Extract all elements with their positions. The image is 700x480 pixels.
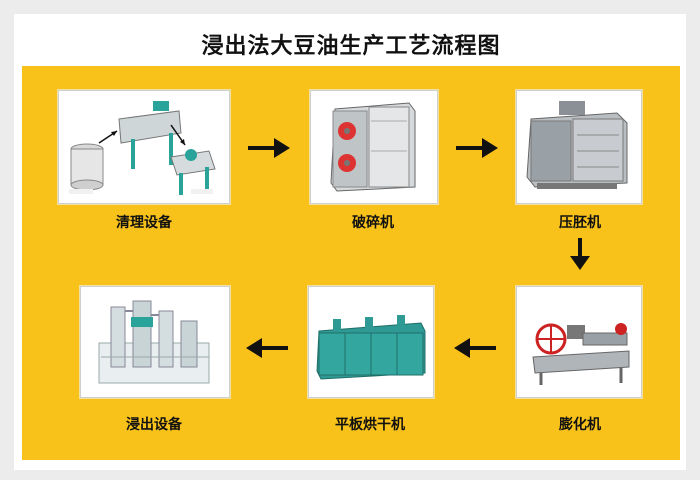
step-label: 膨化机 [559,417,601,433]
flaking-mill-illustration [526,101,628,189]
extruder-image [516,286,642,398]
extruder-illustration [532,323,630,385]
flow-arrow-left [452,336,496,360]
arrow-left-icon [246,338,288,358]
flaking-mill-image [516,90,642,204]
page-title: 浸出法大豆油生产工艺流程图 [201,34,501,59]
arrow-down-icon [570,238,590,270]
cleaning-equipment-image [58,90,230,204]
flat-dryer-illustration [316,315,426,380]
arrow-right-icon [456,138,498,158]
step-label: 平板烘干机 [335,417,405,433]
step-label: 浸出设备 [126,417,182,433]
step-label: 破碎机 [352,215,394,231]
flow-arrow-down [568,238,592,272]
arrow-right-icon [248,138,290,158]
cleaning-equipment-illustration [69,101,216,195]
crusher-illustration [330,102,416,192]
flat-dryer-image [308,286,434,398]
extraction-equipment-image [80,286,230,398]
arrow-left-icon [454,338,496,358]
step-label: 清理设备 [116,215,172,231]
flow-arrow-left [244,336,288,360]
extraction-equipment-illustration [98,300,210,384]
flow-arrow-right [248,136,292,160]
crusher-image [310,90,438,204]
title-bar: 浸出法大豆油生产工艺流程图 [22,22,680,66]
step-label: 压胚机 [559,215,601,231]
flow-arrow-right [456,136,500,160]
